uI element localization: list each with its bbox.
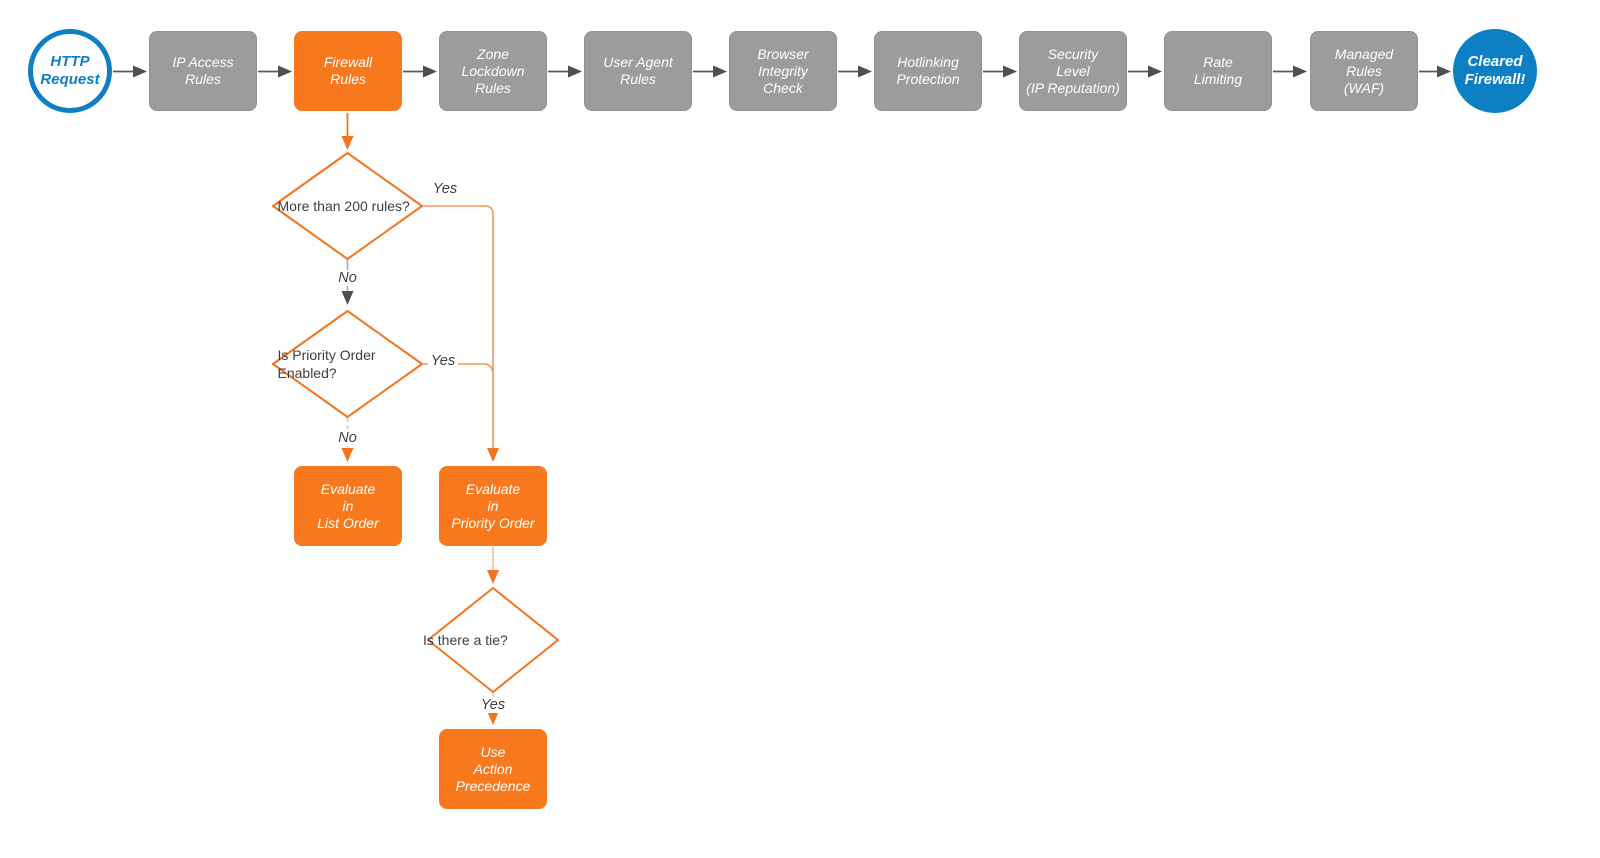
node-ip-access-rules: IP Access Rules — [149, 31, 257, 111]
node-evaluate-in-priority-order: Evaluate in Priority Order — [439, 466, 547, 546]
node-evaluate-in-list-order: Evaluate in List Order — [294, 466, 402, 546]
decision-more-than-200-shape — [272, 152, 423, 260]
node-use-action-precedence: Use Action Precedence — [439, 729, 547, 809]
node-rate-limiting: Rate Limiting — [1164, 31, 1272, 111]
decision-priority-enabled-shape — [272, 310, 423, 418]
node-cleared-firewall: Cleared Firewall! — [1453, 29, 1537, 113]
node-http-request: HTTP Request — [28, 29, 112, 113]
edge-label-no-1: No — [335, 270, 360, 286]
node-user-agent-rules: User Agent Rules — [584, 31, 692, 111]
edge-decision1-yes — [423, 205, 494, 215]
node-zone-lockdown-rules: Zone Lockdown Rules — [439, 31, 547, 111]
edge-label-no-2: No — [335, 430, 360, 446]
edge-label-yes-2: Yes — [427, 353, 459, 369]
node-managed-rules-waf: Managed Rules (WAF) — [1310, 31, 1418, 111]
edge-label-yes-3: Yes — [477, 697, 509, 713]
node-firewall-rules: Firewall Rules — [294, 31, 402, 111]
node-security-level: Security Level (IP Reputation) — [1019, 31, 1127, 111]
node-browser-integrity-check: Browser Integrity Check — [729, 31, 837, 111]
edge-decision2-yes — [423, 363, 494, 373]
decision-is-there-tie-shape — [427, 587, 559, 693]
node-hotlinking-protection: Hotlinking Protection — [874, 31, 982, 111]
edge-label-yes-1: Yes — [429, 181, 461, 197]
